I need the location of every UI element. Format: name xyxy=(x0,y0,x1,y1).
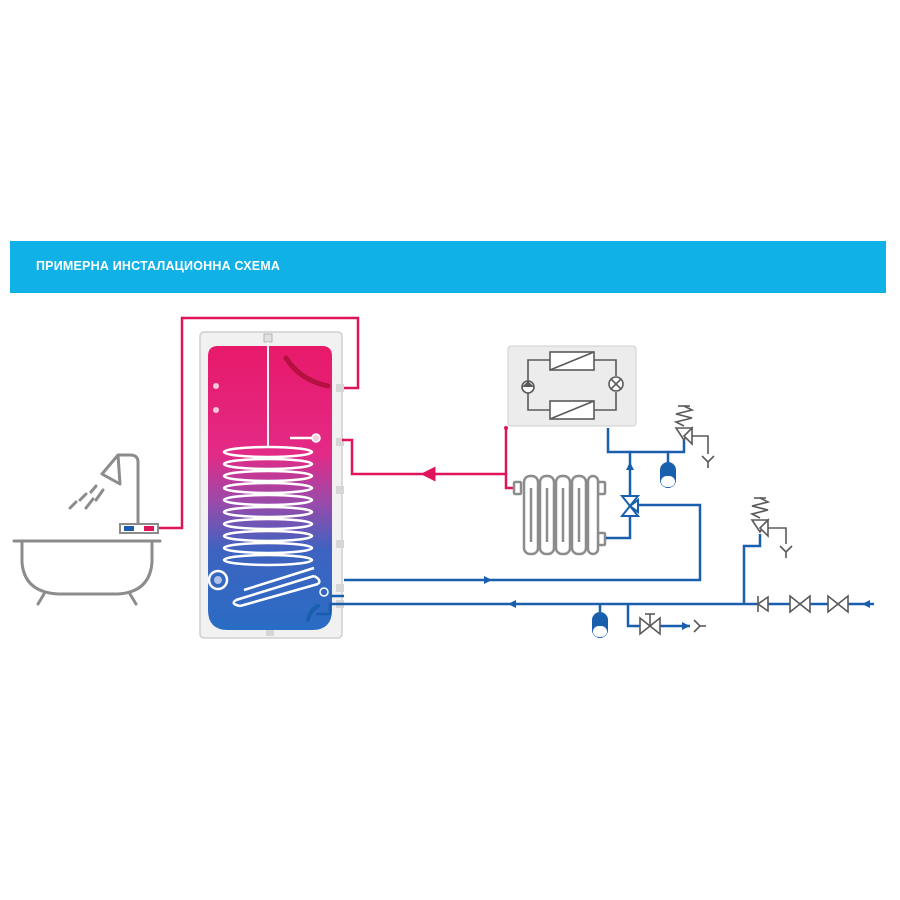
water-heater-tank-icon xyxy=(199,331,344,639)
flow-arrow xyxy=(484,576,492,584)
shutoff-valve-icon xyxy=(639,613,706,636)
three-way-valve-icon xyxy=(619,495,641,517)
hot-heating-line xyxy=(342,428,516,490)
heat-pump-icon xyxy=(507,345,637,427)
mixer-valve-icon xyxy=(119,523,159,534)
bathtub-icon xyxy=(12,539,162,606)
shutoff-valve-icon xyxy=(827,594,849,614)
radiator-icon xyxy=(512,474,607,556)
page-title: ПРИМЕРНА ИНСТАЛАЦИОННА СХЕМА xyxy=(36,259,281,273)
flow-arrow xyxy=(682,622,690,630)
shower-icon xyxy=(68,453,140,529)
cold-water-inlet-line xyxy=(316,534,874,628)
expansion-vessel-icon xyxy=(660,462,676,488)
safety-valve-icon xyxy=(673,405,715,468)
shutoff-valve-icon xyxy=(789,594,811,614)
hot-water-supply-line xyxy=(158,316,360,530)
header-banner: ПРИМЕРНА ИНСТАЛАЦИОННА СХЕМА xyxy=(10,241,886,293)
heating-return-line xyxy=(330,428,702,598)
flow-arrow xyxy=(508,600,516,608)
safety-valve-icon xyxy=(749,497,793,558)
flow-arrow xyxy=(626,462,634,470)
check-valve-icon xyxy=(756,595,769,613)
expansion-vessel-icon xyxy=(592,612,608,638)
flow-arrow xyxy=(862,600,870,608)
